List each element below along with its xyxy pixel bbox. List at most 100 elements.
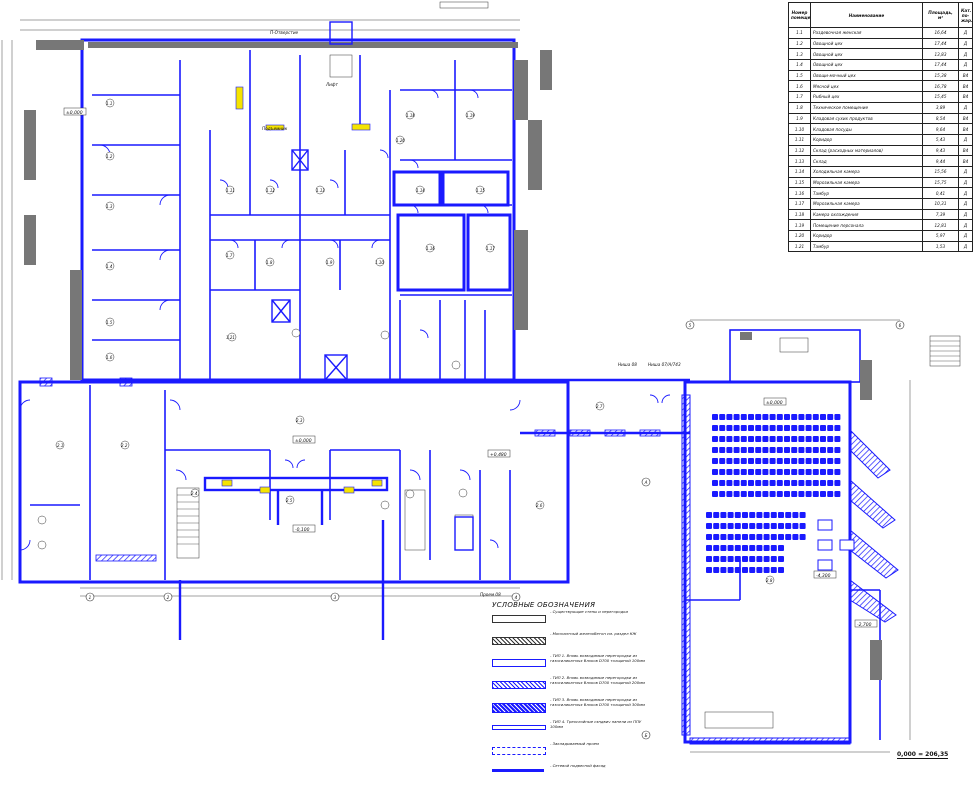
seat — [834, 436, 841, 442]
seat — [770, 534, 777, 540]
table-cell: Д — [958, 187, 973, 199]
seat — [798, 458, 805, 464]
table-cell: В4 — [958, 91, 973, 103]
seat — [769, 469, 776, 475]
seat — [740, 414, 747, 420]
table-cell: 0,41 — [922, 187, 959, 199]
table-cell: Д — [958, 27, 973, 39]
table-cell: Д — [958, 198, 973, 210]
seat — [770, 523, 777, 529]
legend-item: - ТИП 2. Вновь возводимые перегородки из… — [492, 675, 652, 697]
seat — [769, 458, 776, 464]
seat — [740, 480, 747, 486]
table-cell: 1.16 — [788, 187, 811, 199]
seat — [776, 491, 783, 497]
seat — [742, 523, 748, 529]
seat — [720, 534, 727, 540]
level-mark: -2,700 — [857, 622, 872, 628]
legend-item: - Монолитный железобетон см. раздел КЖ — [492, 631, 652, 653]
seat — [727, 523, 734, 529]
room-number: 1.19 — [466, 113, 475, 118]
seat — [719, 480, 726, 486]
seat — [762, 436, 769, 442]
seat — [712, 436, 718, 442]
seat — [733, 414, 740, 420]
legend-swatch — [492, 703, 546, 713]
seat — [720, 567, 727, 573]
table-cell: 9,64 — [922, 123, 959, 135]
seat — [784, 458, 790, 464]
table-cell: 1.5 — [788, 69, 811, 82]
seat — [719, 469, 726, 475]
seat — [834, 491, 841, 497]
entrance — [178, 476, 389, 640]
seat — [713, 545, 720, 551]
table-cell: 15,38 — [922, 69, 959, 82]
seat — [792, 523, 799, 529]
table-cell: Д — [958, 59, 973, 71]
table-cell: 3,89 — [922, 101, 959, 114]
seat — [820, 491, 826, 497]
note: П-Отверстие — [270, 30, 299, 35]
table-cell: Д — [958, 208, 973, 221]
seat — [734, 545, 741, 551]
table-cell: В4 — [958, 155, 973, 167]
table-cell: Д — [958, 133, 973, 146]
seat — [791, 414, 798, 420]
seat — [712, 458, 718, 464]
seat — [805, 469, 812, 475]
seat — [756, 545, 763, 551]
existing-structure — [24, 40, 552, 380]
table-cell: 15,45 — [922, 91, 959, 103]
seat — [762, 480, 769, 486]
seat — [805, 414, 812, 420]
dimension-lines — [1, 19, 911, 753]
axis-label: 1 — [89, 595, 92, 600]
seat — [784, 447, 790, 453]
axis-label: 6 — [899, 323, 902, 328]
seat — [712, 414, 718, 420]
seat — [834, 425, 841, 431]
seat — [726, 414, 733, 420]
seat — [706, 534, 712, 540]
room-number: 1.2 — [106, 154, 113, 159]
seat — [713, 567, 720, 573]
seat — [706, 545, 712, 551]
legend-swatch — [492, 769, 544, 772]
auditorium-seats — [706, 414, 841, 573]
seat — [712, 469, 718, 475]
table-cell: 9,44 — [922, 155, 959, 167]
room-number: 1.4 — [106, 264, 113, 269]
seat — [748, 436, 754, 442]
elevators — [271, 21, 474, 551]
legend-text: - Сетевой подвесной фасад — [550, 763, 606, 768]
seat — [726, 469, 733, 475]
room-number: 1.18 — [406, 113, 415, 118]
seat — [749, 512, 756, 518]
table-cell: 5,43 — [922, 133, 959, 146]
seat — [769, 491, 776, 497]
seat — [733, 491, 740, 497]
stair-treads — [177, 340, 960, 545]
legend-item: - ТИП 3. Вновь возводимые перегородки из… — [492, 697, 652, 719]
seat — [812, 480, 819, 486]
table-cell: 17,44 — [922, 59, 959, 71]
seat — [785, 523, 792, 529]
room-number: 1.3 — [106, 204, 113, 209]
seat — [827, 458, 834, 464]
seat — [827, 469, 834, 475]
lower-partitions — [30, 385, 511, 580]
seat — [769, 480, 776, 486]
seat — [776, 469, 783, 475]
seat — [748, 425, 754, 431]
room-number: 1.14 — [416, 188, 425, 193]
seat — [770, 512, 777, 518]
